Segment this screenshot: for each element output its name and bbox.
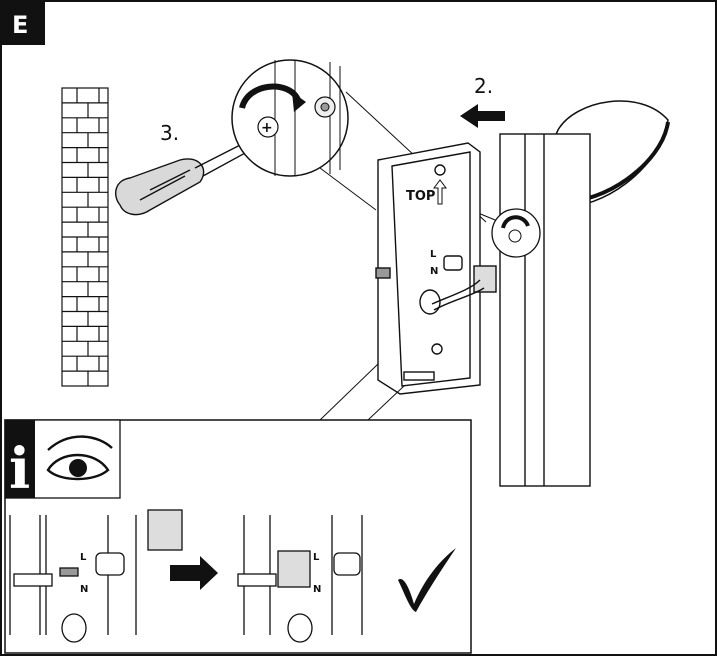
zoom-detail-screw: + (231, 59, 349, 177)
panel-label: E (1, 1, 45, 45)
eye-icon (46, 435, 113, 481)
top-marking: TOP (406, 189, 435, 204)
mounting-box (375, 142, 497, 395)
after-view (237, 515, 363, 643)
zoom-detail-screw-small (491, 208, 541, 258)
neutral-marking-after: N (313, 584, 321, 595)
before-view (9, 509, 183, 643)
lamp-pole (499, 133, 591, 487)
step-3-label: 3. (160, 121, 179, 145)
live-marking-after: L (313, 552, 320, 563)
panel-letter: E (12, 11, 28, 39)
screwdriver-icon (114, 139, 259, 216)
neutral-marking-before: N (80, 584, 88, 595)
checkmark-icon (398, 548, 456, 612)
info-icon: i (9, 436, 30, 502)
up-arrow-icon (433, 179, 447, 205)
svg-text:+: + (261, 120, 273, 136)
detail-panel: i L N (4, 419, 472, 654)
live-marking: L (430, 249, 437, 260)
right-arrow-icon (170, 556, 218, 590)
brick-wall (61, 87, 109, 387)
live-marking-before: L (80, 552, 87, 563)
left-arrow-icon (460, 104, 505, 128)
step-2-label: 2. (474, 74, 493, 98)
neutral-marking: N (430, 266, 438, 277)
